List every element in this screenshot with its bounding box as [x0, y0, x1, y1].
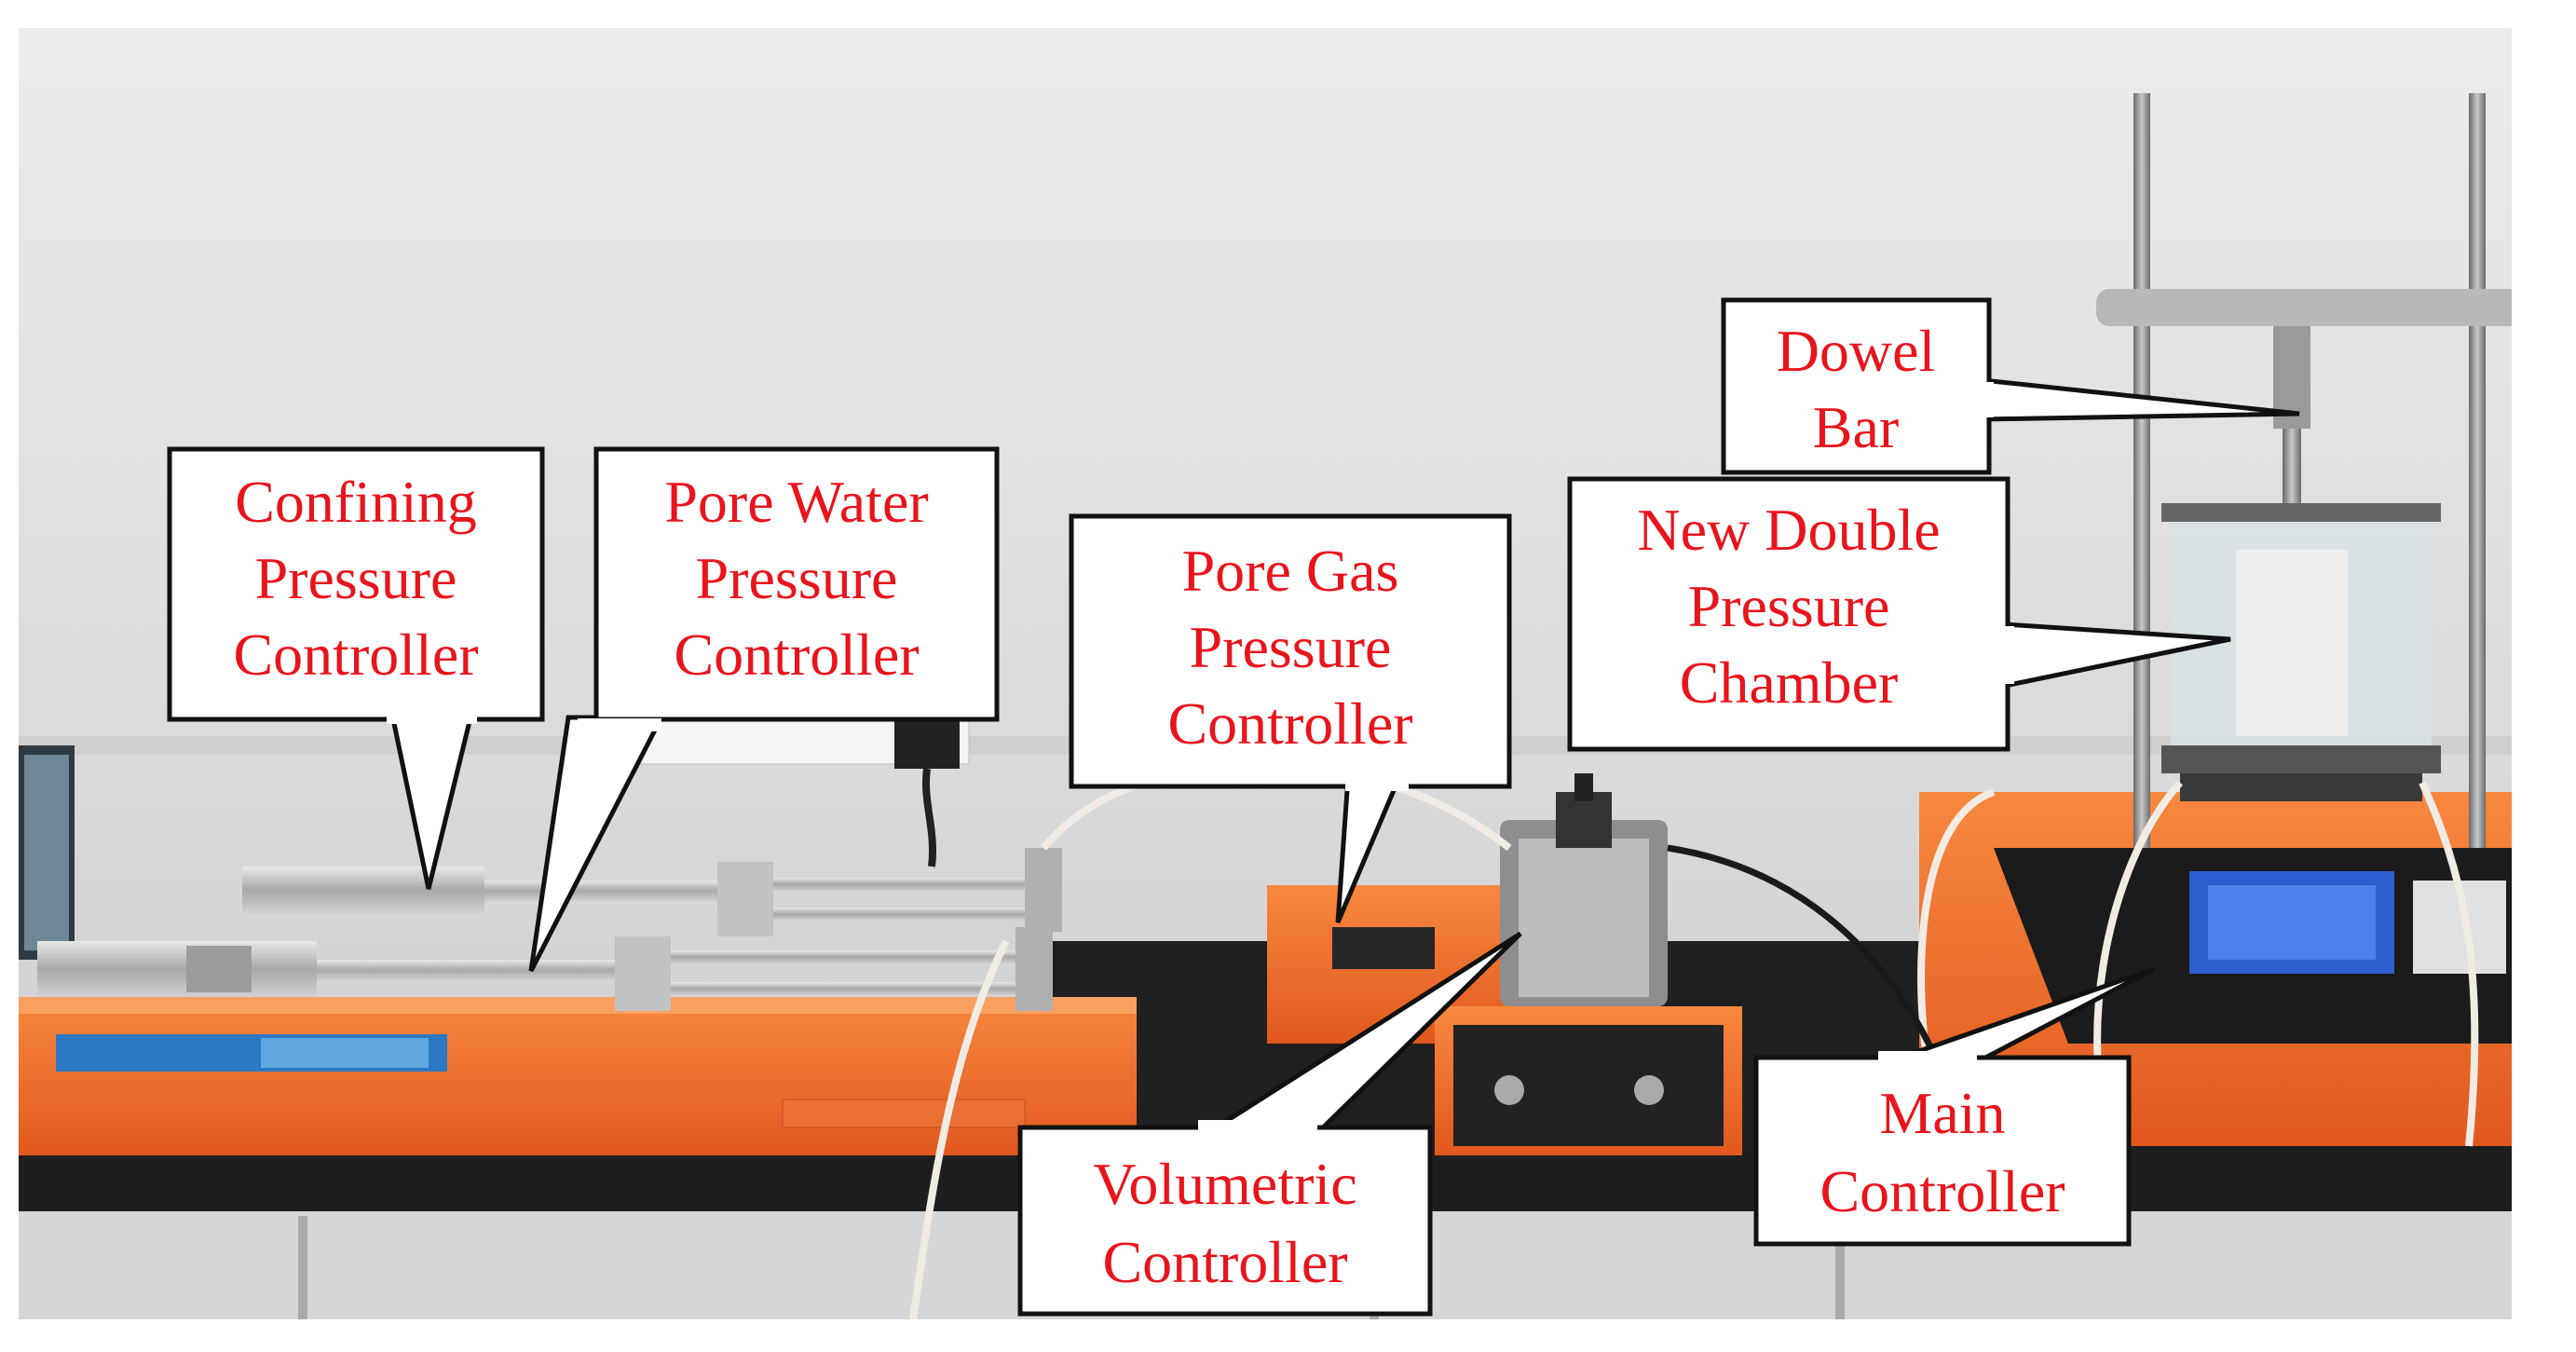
callout-pore-water-pressure-controller: Pore Water Pressure Controller — [528, 446, 1000, 973]
callout-volumetric-controller: Volumetric Controller — [1017, 931, 1522, 1317]
chamber-label-line-1: New Double — [1637, 497, 1940, 563]
confining-label-line-2: Pressure — [255, 545, 457, 611]
dowel-bar-label-line-1: Dowel — [1777, 318, 1936, 384]
computer-monitor — [19, 745, 75, 960]
callout-dowel-bar: Dowel Bar — [1721, 297, 2300, 475]
cables — [1667, 844, 1942, 1064]
pore-gas-label-line-3: Controller — [1167, 690, 1412, 757]
pore-water-label-line-1: Pore Water — [664, 469, 928, 535]
confining-label-line-1: Confining — [235, 469, 477, 535]
callout-pore-gas-pressure-controller: Pore Gas Pressure Controller — [1069, 513, 1512, 923]
pore-water-label-line-2: Pressure — [696, 545, 898, 611]
confining-label-line-3: Controller — [233, 621, 478, 688]
lab-photo: Confining Pressure Controller Pore Water… — [19, 28, 2512, 1319]
pore-water-label-line-3: Controller — [674, 621, 919, 688]
syringe-pump-front — [37, 927, 1053, 1011]
loading-frame — [2096, 93, 2512, 848]
volumetric-label-line-2: Controller — [1102, 1229, 1347, 1295]
callout-new-double-pressure-chamber: New Double Pressure Chamber — [1567, 476, 2231, 752]
main-label-line-1: Main — [1879, 1080, 2005, 1146]
pressure-controller-base — [19, 997, 1137, 1155]
callout-main-controller: Main Controller — [1753, 966, 2156, 1247]
dowel-bar-label-line-2: Bar — [1813, 394, 1899, 460]
volumetric-controller-unit — [1435, 773, 1742, 1155]
chamber-label-line-3: Chamber — [1680, 649, 1899, 716]
main-label-line-2: Controller — [1820, 1158, 2065, 1224]
pore-gas-label-line-2: Pressure — [1190, 614, 1392, 680]
callout-confining-pressure-controller: Confining Pressure Controller — [167, 446, 545, 890]
double-pressure-chamber — [2161, 503, 2441, 801]
pore-gas-label-line-1: Pore Gas — [1182, 538, 1399, 604]
wall-power-strip — [614, 713, 970, 867]
volumetric-label-line-1: Volumetric — [1093, 1151, 1356, 1217]
chamber-label-line-2: Pressure — [1688, 573, 1890, 639]
